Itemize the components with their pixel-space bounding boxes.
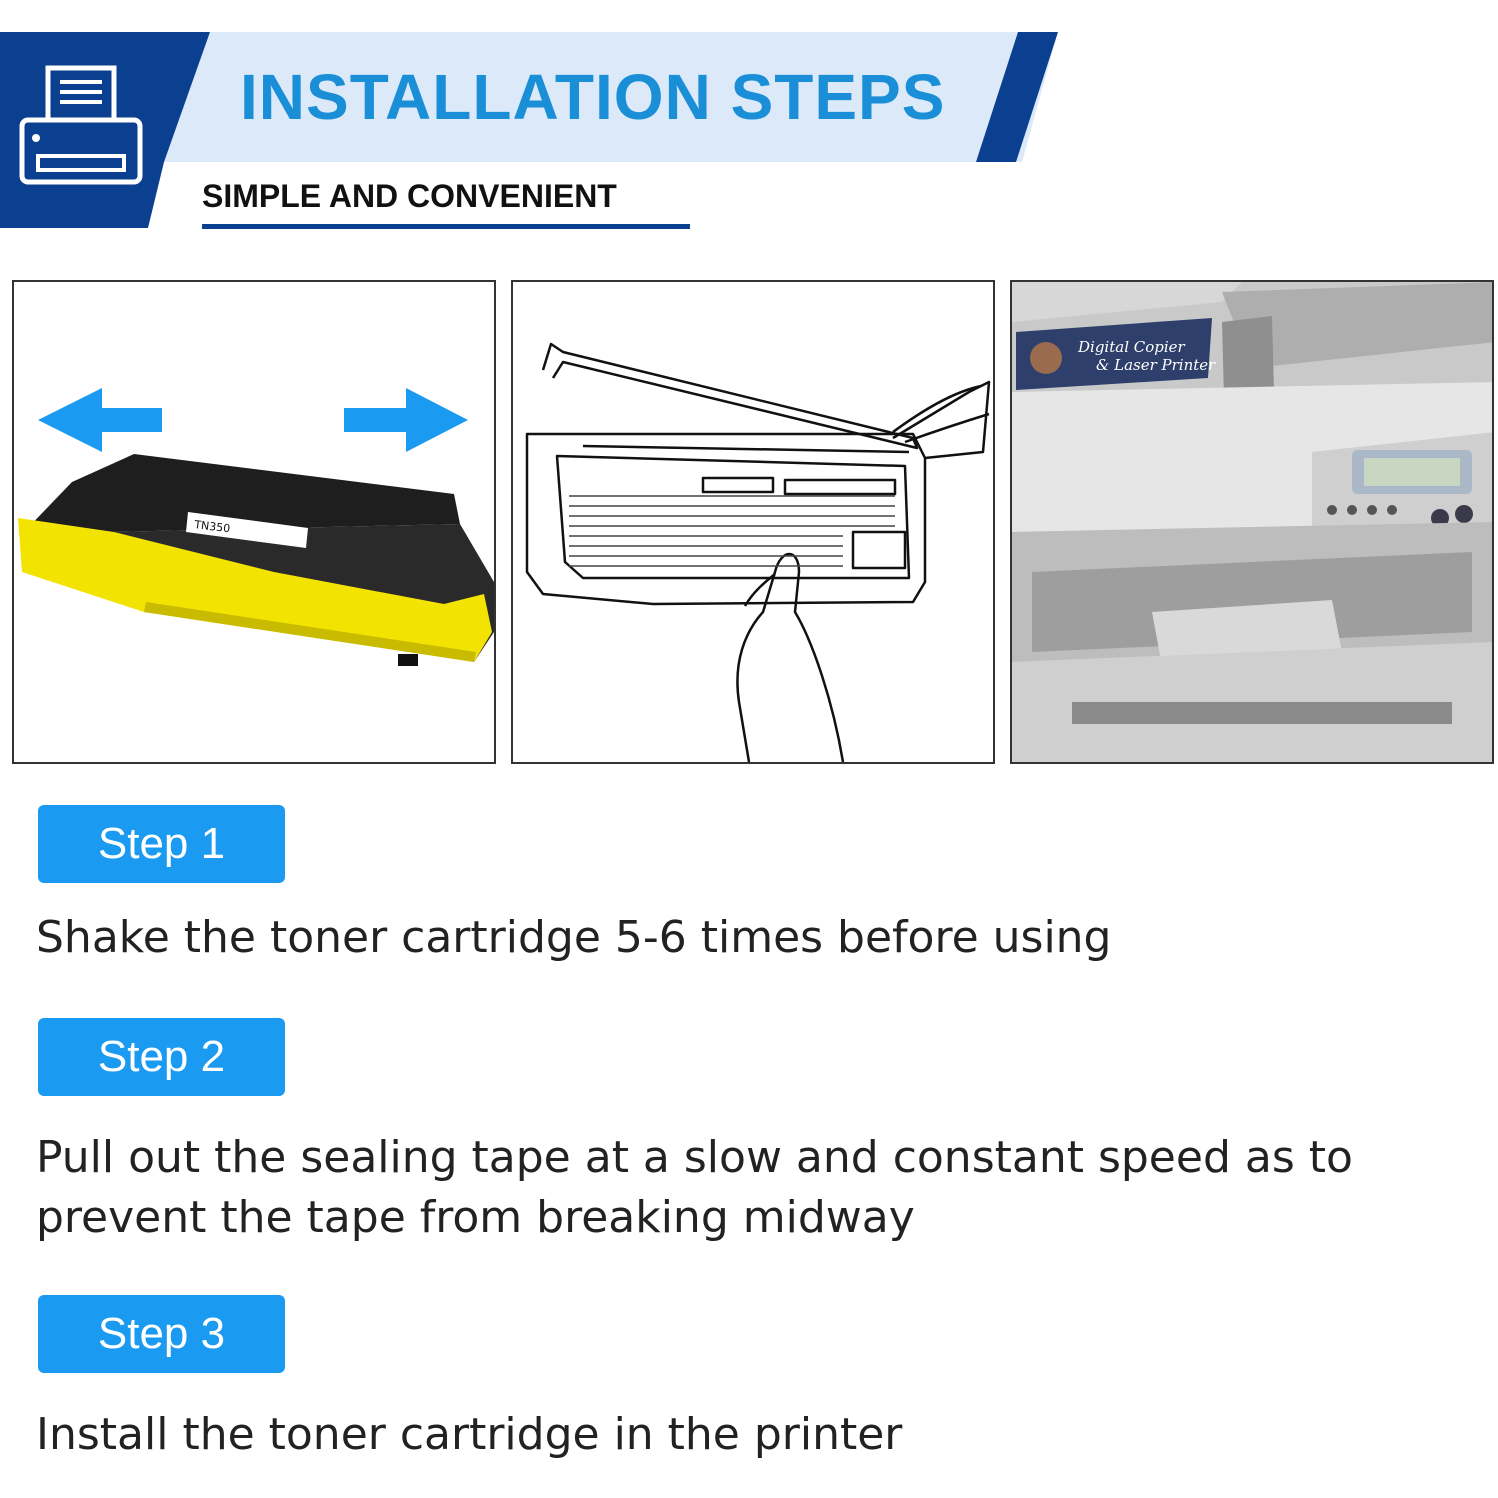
toner-cartridge-illustration: TN350 <box>18 388 494 666</box>
panel-pull-tape <box>511 280 995 764</box>
panel-shake-cartridge: TN350 <box>12 280 496 764</box>
printer-label-line2: & Laser Printer <box>1096 356 1216 374</box>
page-title: INSTALLATION STEPS <box>240 61 946 133</box>
page-subtitle: SIMPLE AND CONVENIENT <box>202 178 617 214</box>
sealing-tape-illustration <box>525 342 991 762</box>
arrow-left-icon <box>38 388 162 452</box>
step-3-text: Install the toner cartridge in the print… <box>36 1409 903 1460</box>
arrow-right-icon <box>344 388 468 452</box>
step-2-badge: Step 2 <box>38 1018 285 1096</box>
panel-install-printer: Digital Copier & Laser Printer <box>1010 280 1494 764</box>
printer-icon <box>19 65 143 185</box>
step-2-text: Pull out the sealing tape at a slow and … <box>36 1132 1353 1243</box>
banner-background <box>0 32 1058 229</box>
printer-photo: Digital Copier & Laser Printer <box>1012 282 1492 762</box>
step-1-badge: Step 1 <box>38 805 285 883</box>
printer-label-line1: Digital Copier <box>1077 338 1186 356</box>
cartridge-model-label: TN350 <box>193 518 231 535</box>
step-1-text: Shake the toner cartridge 5-6 times befo… <box>36 912 1112 963</box>
step-3-badge: Step 3 <box>38 1295 285 1373</box>
header-banner: INSTALLATION STEPS SIMPLE AND CONVENIENT <box>0 0 1498 240</box>
